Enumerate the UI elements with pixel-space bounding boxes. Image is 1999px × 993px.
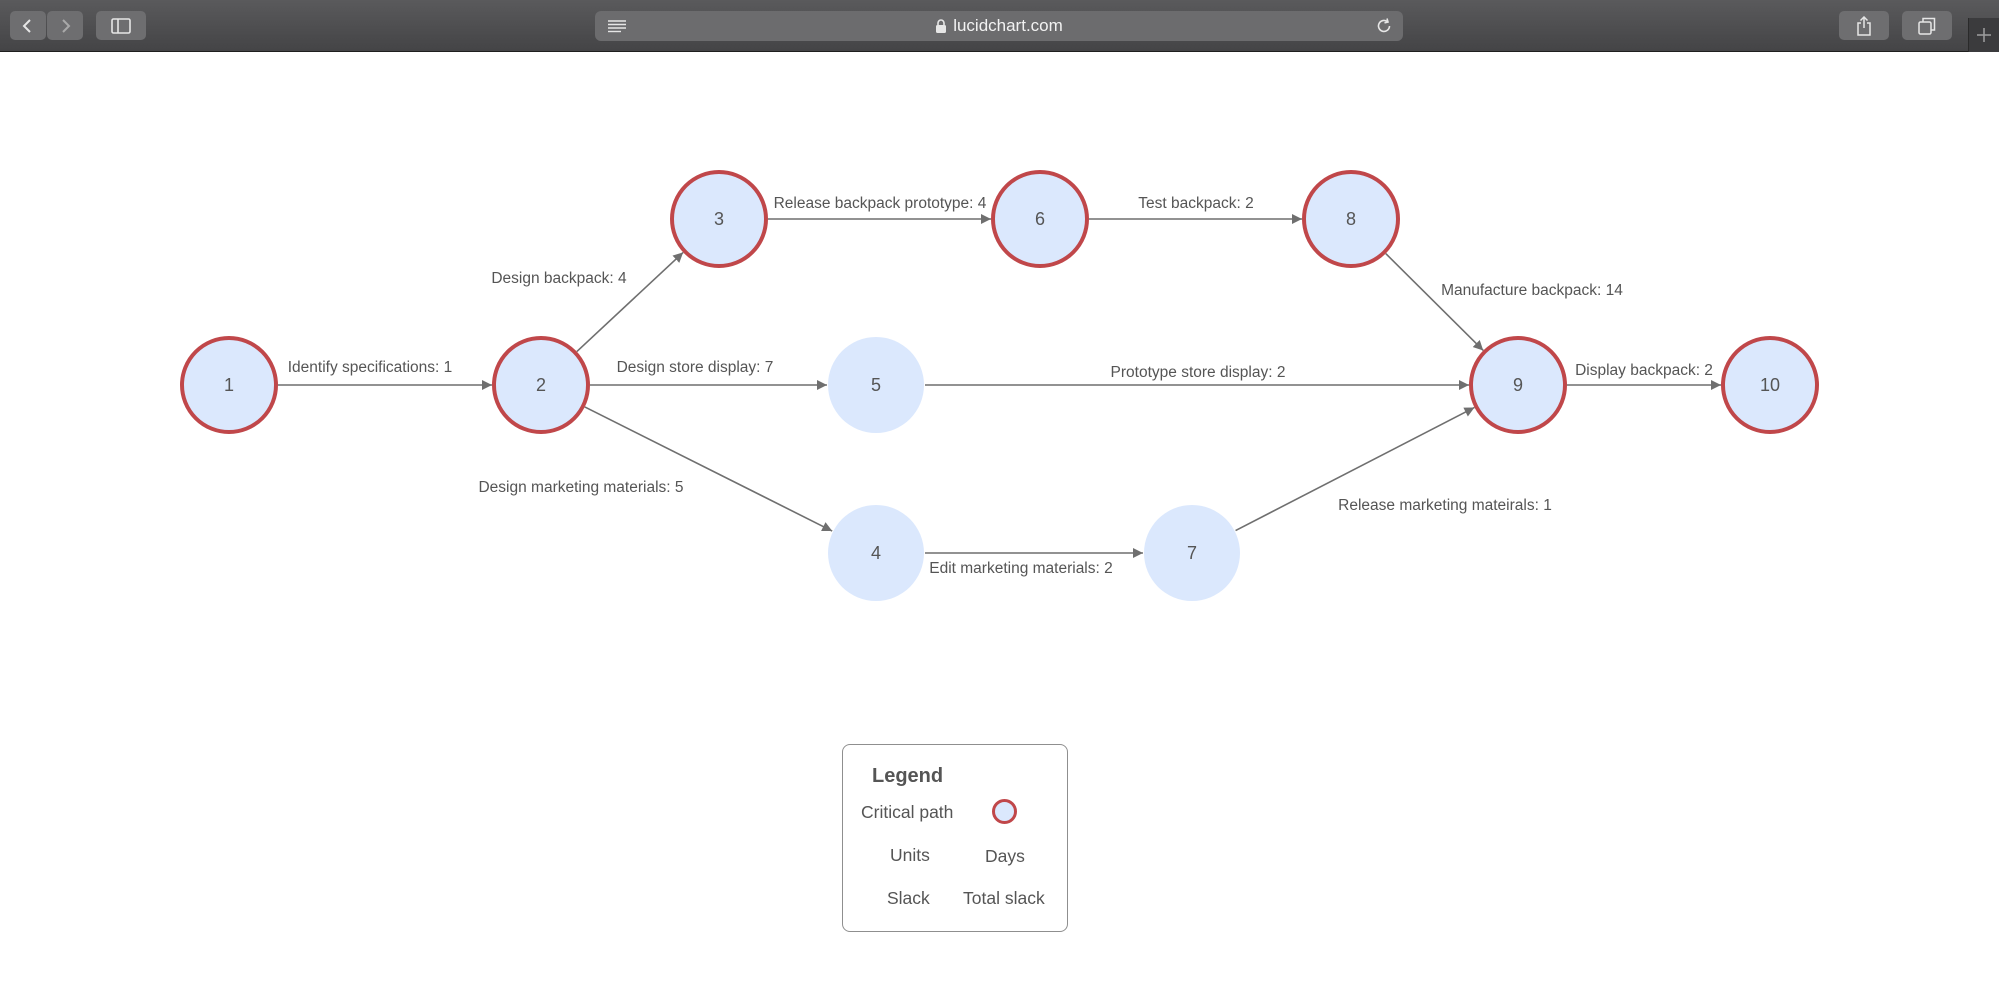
node-label-7: 7 bbox=[1187, 543, 1197, 563]
edge-7-9 bbox=[1235, 406, 1475, 532]
tabs-overview-button[interactable] bbox=[1902, 11, 1952, 40]
legend-units-label: Units bbox=[890, 845, 930, 865]
node-label-10: 10 bbox=[1760, 375, 1780, 395]
edge-label-7-9: Release marketing mateirals: 1 bbox=[1338, 497, 1552, 514]
critical-path-swatch bbox=[992, 799, 1017, 824]
forward-button[interactable] bbox=[47, 11, 83, 40]
node-circle-4[interactable] bbox=[828, 505, 924, 601]
node-10[interactable]: 10 bbox=[1721, 336, 1819, 434]
node-label-5: 5 bbox=[871, 375, 881, 395]
node-8[interactable]: 8 bbox=[1302, 170, 1400, 268]
node-circle-8[interactable] bbox=[1302, 170, 1400, 268]
chevron-left-icon bbox=[22, 18, 31, 33]
node-label-2: 2 bbox=[536, 375, 546, 395]
legend-title: Legend bbox=[872, 765, 944, 787]
chevron-right-icon bbox=[62, 18, 71, 33]
legend-critical-path-label: Critical path bbox=[861, 802, 954, 822]
tabs-icon bbox=[1918, 17, 1936, 35]
node-6[interactable]: 6 bbox=[991, 170, 1089, 268]
node-label-3: 3 bbox=[714, 209, 724, 229]
node-label-9: 9 bbox=[1513, 375, 1523, 395]
legend: Legend Critical path Units Days Slack To… bbox=[842, 744, 1068, 932]
address-bar[interactable]: lucidchart.com bbox=[595, 11, 1403, 41]
url-text: lucidchart.com bbox=[953, 16, 1063, 35]
node-circle-3[interactable] bbox=[670, 170, 768, 268]
edge-label-1-2: Identify specifications: 1 bbox=[288, 359, 453, 376]
node-circle-7[interactable] bbox=[1144, 505, 1240, 601]
edge-label-2-4: Design marketing materials: 5 bbox=[478, 479, 683, 496]
network-diagram: Identify specifications: 1 Design backpac… bbox=[180, 170, 1819, 601]
node-4[interactable]: 4 bbox=[828, 505, 924, 601]
legend-units-value: Days bbox=[985, 846, 1025, 866]
sidebar-toggle-button[interactable] bbox=[96, 11, 146, 40]
node-7[interactable]: 7 bbox=[1144, 505, 1240, 601]
node-5[interactable]: 5 bbox=[828, 337, 924, 433]
edge-label-3-6: Release backpack prototype: 4 bbox=[774, 195, 987, 212]
edge-label-6-8: Test backpack: 2 bbox=[1138, 195, 1253, 212]
node-label-8: 8 bbox=[1346, 209, 1356, 229]
edge-2-4 bbox=[584, 406, 833, 532]
node-label-1: 1 bbox=[224, 375, 234, 395]
lock-icon bbox=[936, 18, 947, 33]
share-button[interactable] bbox=[1839, 11, 1889, 40]
legend-slack-value: Total slack bbox=[963, 888, 1045, 908]
node-circle-9[interactable] bbox=[1469, 336, 1567, 434]
edge-label-2-5: Design store display: 7 bbox=[617, 359, 774, 376]
node-label-6: 6 bbox=[1035, 209, 1045, 229]
legend-slack-label: Slack bbox=[887, 888, 930, 908]
node-3[interactable]: 3 bbox=[670, 170, 768, 268]
node-circle-2[interactable] bbox=[492, 336, 590, 434]
node-label-4: 4 bbox=[871, 543, 881, 563]
edge-label-5-9: Prototype store display: 2 bbox=[1111, 364, 1286, 381]
reload-icon[interactable] bbox=[1375, 17, 1393, 35]
node-9[interactable]: 9 bbox=[1469, 336, 1567, 434]
edge-2-3 bbox=[576, 251, 684, 353]
edge-label-2-3: Design backpack: 4 bbox=[491, 270, 627, 287]
edge-8-9 bbox=[1385, 252, 1484, 352]
node-circle-5[interactable] bbox=[828, 337, 924, 433]
edge-label-8-9: Manufacture backpack: 14 bbox=[1441, 282, 1623, 299]
node-circle-10[interactable] bbox=[1721, 336, 1819, 434]
edge-label-4-7: Edit marketing materials: 2 bbox=[929, 560, 1113, 577]
sidebar-icon bbox=[111, 17, 131, 34]
node-2[interactable]: 2 bbox=[492, 336, 590, 434]
url-display: lucidchart.com bbox=[935, 16, 1063, 36]
new-tab-button[interactable] bbox=[1968, 18, 1999, 52]
browser-toolbar: lucidchart.com bbox=[0, 0, 1999, 52]
node-circle-1[interactable] bbox=[180, 336, 278, 434]
edge-label-9-10: Display backpack: 2 bbox=[1575, 362, 1713, 379]
share-icon bbox=[1857, 15, 1871, 36]
reader-view-icon[interactable] bbox=[607, 19, 627, 33]
node-1[interactable]: 1 bbox=[180, 336, 278, 434]
node-circle-6[interactable] bbox=[991, 170, 1089, 268]
plus-icon bbox=[1977, 28, 1991, 42]
back-button[interactable] bbox=[10, 11, 46, 40]
